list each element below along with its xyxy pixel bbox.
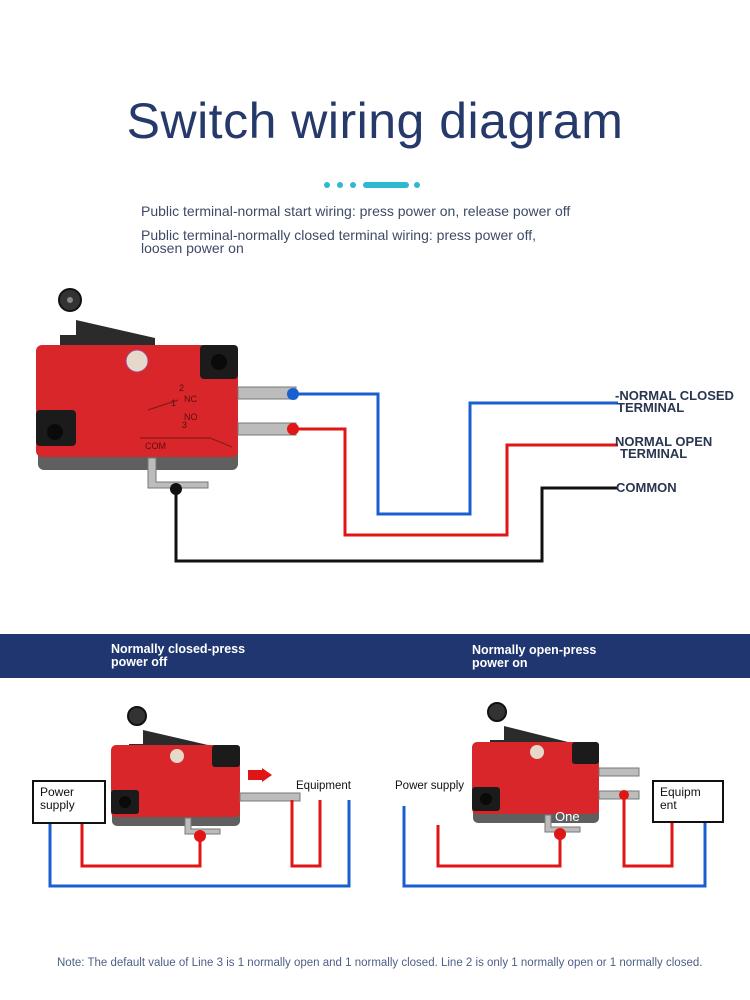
left-power-supply-line-2: supply bbox=[40, 798, 75, 812]
dot-icon bbox=[324, 182, 330, 188]
switch-label-nc: NC bbox=[184, 394, 197, 404]
dot-icon bbox=[350, 182, 356, 188]
right-wire-red-equipment bbox=[622, 795, 674, 868]
common-terminal-dot bbox=[170, 483, 182, 495]
right-junction-dot bbox=[554, 828, 566, 840]
footnote: Note: The default value of Line 3 is 1 n… bbox=[57, 957, 703, 969]
nc-terminal-dot bbox=[287, 388, 299, 400]
left-junction-dot bbox=[194, 830, 206, 842]
section-band bbox=[0, 634, 750, 678]
band-right-line-1: Normally open-press bbox=[472, 643, 597, 657]
switch-label-com: COM bbox=[145, 441, 166, 451]
label-normally-closed: -NORMAL CLOSED bbox=[615, 388, 734, 403]
wire-normally-closed bbox=[293, 392, 618, 516]
label-normally-closed-terminal: TERMINAL bbox=[617, 400, 685, 415]
right-one-label: One bbox=[555, 809, 580, 824]
page-title: Switch wiring diagram bbox=[126, 93, 624, 149]
left-wire-red bbox=[80, 822, 202, 868]
band-left-line-2: power off bbox=[111, 655, 168, 669]
switch-label-no: NO bbox=[184, 412, 198, 422]
dot-icon bbox=[414, 182, 420, 188]
left-wire-red-equipment bbox=[290, 800, 322, 868]
left-power-supply-box: Power supply bbox=[32, 780, 106, 824]
dash-icon bbox=[363, 182, 409, 188]
label-normally-open: NORMAL OPEN bbox=[615, 434, 713, 449]
right-power-supply-label: Power supply bbox=[395, 780, 465, 792]
description-line-2b: loosen power on bbox=[141, 240, 244, 256]
right-equipment-box: Equipm ent bbox=[652, 780, 724, 823]
right-terminal-dot bbox=[619, 790, 629, 800]
main-switch bbox=[36, 288, 297, 489]
right-wire-blue bbox=[402, 806, 707, 888]
no-terminal-dot bbox=[287, 423, 299, 435]
wire-common bbox=[174, 486, 618, 563]
band-right-line-2: power on bbox=[472, 656, 528, 670]
right-equipment-line-2: ent bbox=[660, 798, 677, 812]
band-left-line-1: Normally closed-press bbox=[111, 642, 246, 656]
right-wire-red bbox=[436, 825, 562, 868]
left-power-supply-line-1: Power bbox=[40, 785, 75, 799]
label-normally-open-terminal: TERMINAL bbox=[620, 446, 688, 461]
right-circuit-switch bbox=[472, 702, 640, 833]
switch-number-2: 2 bbox=[179, 383, 184, 393]
dot-icon bbox=[337, 182, 343, 188]
left-equipment-label: Equipment bbox=[296, 780, 351, 792]
switch-number-1: 1 bbox=[171, 398, 176, 408]
wire-normally-open bbox=[293, 427, 618, 537]
description-line-2a: Public terminal-normally closed terminal… bbox=[141, 227, 537, 243]
left-circuit-switch bbox=[111, 706, 301, 835]
right-equipment-line-1: Equipm bbox=[660, 785, 701, 799]
switch-number-3: 3 bbox=[182, 420, 187, 430]
label-common: COMMON bbox=[616, 480, 677, 495]
left-wire-blue bbox=[48, 800, 351, 888]
description-line-1: Public terminal-normal start wiring: pre… bbox=[141, 203, 571, 219]
